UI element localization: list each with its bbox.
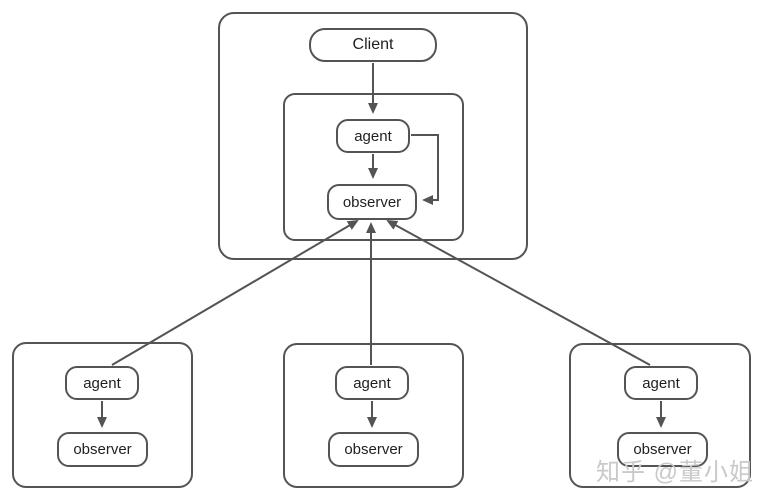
worker-agent-label-0: agent <box>83 374 121 392</box>
worker-agent-label-1: agent <box>353 374 391 392</box>
worker-observer-label-0: observer <box>73 441 132 458</box>
worker-observer-node-1: observer <box>328 432 419 467</box>
worker-agent-label-2: agent <box>642 374 680 392</box>
central-observer-node: observer <box>327 184 417 220</box>
central-observer-label: observer <box>342 193 402 211</box>
client-node-label: Client <box>352 36 394 53</box>
worker-observer-label-1: observer <box>344 441 403 458</box>
worker-observer-node-2: observer <box>617 432 708 467</box>
central-agent-label: agent <box>354 127 392 145</box>
worker-observer-label-2: observer <box>633 441 692 458</box>
worker-observer-node-0: observer <box>57 432 148 467</box>
watermark: 知乎 @董小姐 <box>596 459 755 486</box>
worker-agent-node-2: agent <box>624 366 698 400</box>
client-node: Client <box>309 28 437 62</box>
central-agent-node: agent <box>336 119 410 153</box>
worker-agent-node-0: agent <box>65 366 139 400</box>
worker-agent-node-1: agent <box>335 366 409 400</box>
